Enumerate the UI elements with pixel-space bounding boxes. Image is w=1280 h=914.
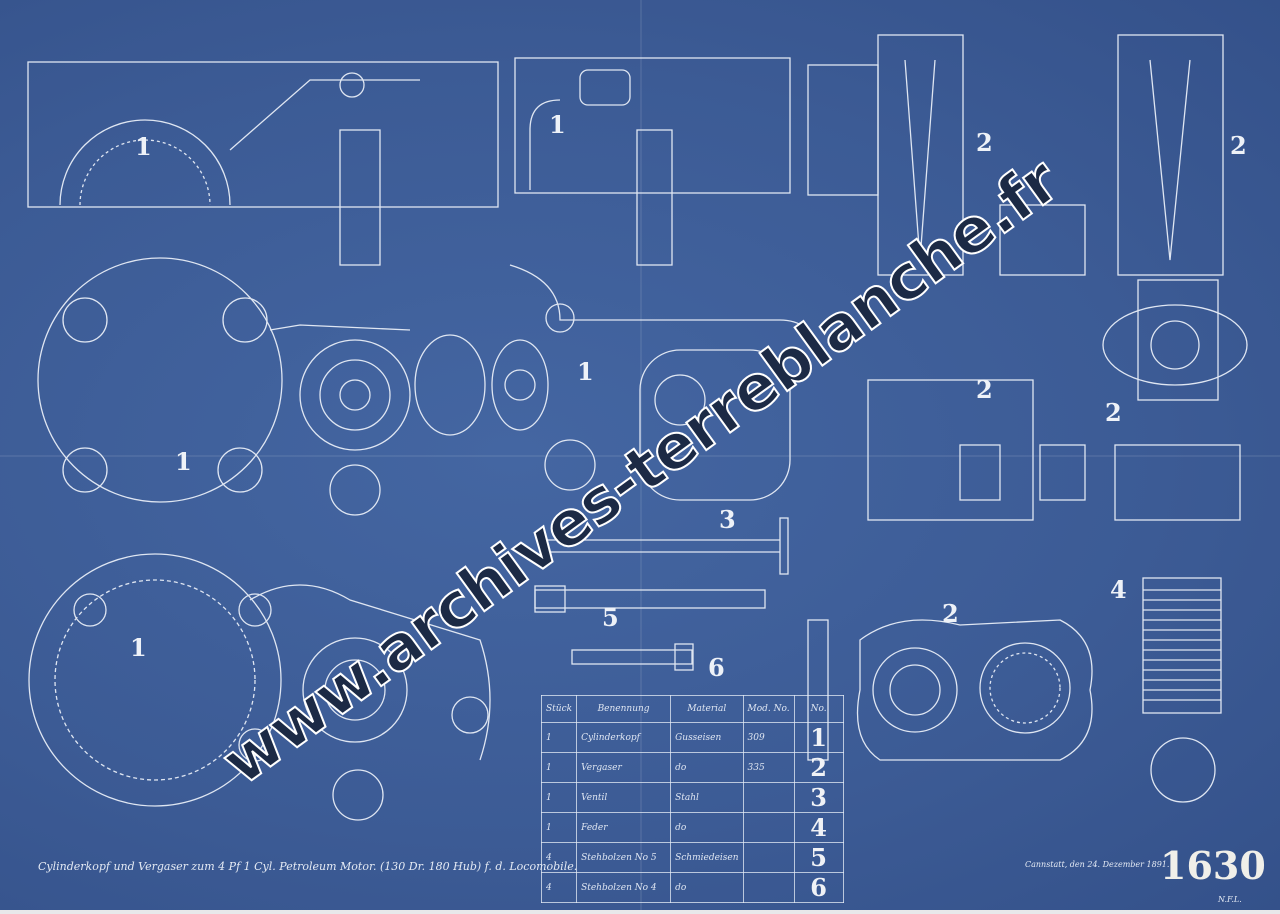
- header-qty: Stück: [540, 695, 578, 723]
- cell-qty: 1: [540, 782, 578, 813]
- cylinder-head-plan-view: [37, 257, 821, 516]
- cell-qty: 4: [540, 872, 578, 903]
- fold-line: [640, 0, 642, 910]
- part-label: 2: [1105, 398, 1122, 427]
- cell-material: Stahl: [670, 782, 744, 813]
- part-label: 6: [708, 653, 725, 682]
- cell-qty: 1: [540, 722, 578, 753]
- part-label: 2: [1230, 131, 1247, 160]
- cell-name: Stehbolzen No 4: [576, 872, 672, 903]
- cell-material: Gusseisen: [670, 722, 744, 753]
- cell-model: [742, 812, 795, 843]
- valve-drawing: [540, 517, 789, 575]
- cell-name: Cylinderkopf: [576, 722, 672, 753]
- part-label: 5: [602, 603, 619, 632]
- place-date: Cannstatt, den 24. Dezember 1891.: [1025, 860, 1170, 869]
- cell-qty: 1: [540, 812, 578, 843]
- cell-model: [742, 842, 795, 873]
- part-label: 3: [719, 505, 736, 534]
- cell-no: 4: [793, 812, 844, 843]
- stud-bolt-6: [571, 643, 694, 671]
- vaporizer-section-view: [807, 34, 1248, 521]
- part-label: 2: [976, 375, 993, 404]
- drawing-caption: Cylinderkopf und Vergaser zum 4 Pf 1 Cyl…: [38, 860, 578, 873]
- cylinder-head-section-view: [27, 61, 499, 266]
- cell-material: do: [670, 752, 744, 783]
- cell-no: 3: [793, 782, 844, 813]
- part-label: 1: [549, 110, 566, 139]
- cell-model: [742, 782, 795, 813]
- part-label: 1: [577, 357, 594, 386]
- cell-name: Vergaser: [576, 752, 672, 783]
- cell-no: 6: [793, 872, 844, 903]
- cell-name: Stehbolzen No 5: [576, 842, 672, 873]
- cell-no: 1: [793, 722, 844, 753]
- sheet-number: 1630: [1160, 843, 1266, 888]
- cell-name: Ventil: [576, 782, 672, 813]
- part-label: 2: [942, 599, 959, 628]
- initials: N.F.L.: [1218, 895, 1242, 904]
- header-no: No.: [793, 695, 844, 723]
- part-label: 1: [175, 447, 192, 476]
- part-label: 2: [976, 128, 993, 157]
- cell-no: 5: [793, 842, 844, 873]
- cell-name: Feder: [576, 812, 672, 843]
- header-model: Mod. No.: [742, 695, 795, 723]
- table-header-row: Stück Benennung Material Mod. No. No.: [540, 695, 844, 723]
- stud-bolt-5: [534, 585, 766, 613]
- cell-qty: 1: [540, 752, 578, 783]
- cylinder-head-side-view: [514, 57, 791, 266]
- part-label: 1: [130, 633, 147, 662]
- cylinder-head-bottom-view: [28, 553, 491, 821]
- cell-material: do: [670, 872, 744, 903]
- header-name: Benennung: [576, 695, 672, 723]
- cell-model: 335: [742, 752, 795, 783]
- cell-material: do: [670, 812, 744, 843]
- cell-model: [742, 872, 795, 903]
- cell-material: Schmiedeisen: [670, 842, 744, 873]
- spring-drawing: [1142, 577, 1222, 803]
- cell-no: 2: [793, 752, 844, 783]
- header-material: Material: [670, 695, 744, 723]
- part-label: 1: [135, 132, 152, 161]
- part-label: 4: [1110, 575, 1127, 604]
- vaporizer-plan-view: [807, 619, 1093, 761]
- cell-model: 309: [742, 722, 795, 753]
